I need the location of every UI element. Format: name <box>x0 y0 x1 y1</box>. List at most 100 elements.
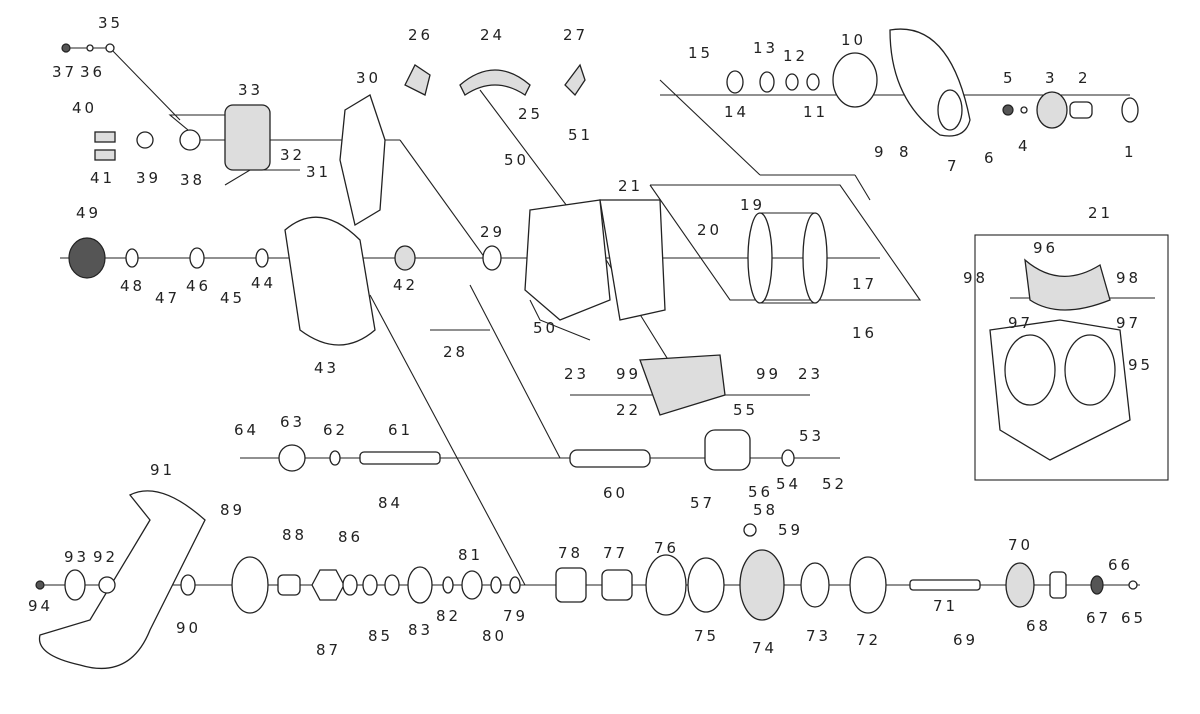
part-number-label: 56 <box>748 483 773 501</box>
part-number-label: 80 <box>482 627 507 645</box>
part-number-label: 33 <box>238 81 263 99</box>
part-number-label: 54 <box>776 475 801 493</box>
part-number-label: 86 <box>338 528 363 546</box>
part-number-label: 90 <box>176 619 201 637</box>
part-number-label: 69 <box>953 631 978 649</box>
part-number-label: 98 <box>963 269 988 287</box>
part-number-label: 10 <box>841 31 866 49</box>
part-number-label: 76 <box>654 539 679 557</box>
part-number-label: 92 <box>93 548 118 566</box>
part-number-label: 45 <box>220 289 245 307</box>
part-number-label: 83 <box>408 621 433 639</box>
part-number-label: 46 <box>186 277 211 295</box>
part-number-label: 30 <box>356 69 381 87</box>
part-number-label: 31 <box>306 163 331 181</box>
part-number-label: 42 <box>393 276 418 294</box>
part-number-label: 28 <box>443 343 468 361</box>
part-number-label: 74 <box>752 639 777 657</box>
part-number-label: 23 <box>798 365 823 383</box>
part-number-label: 52 <box>822 475 847 493</box>
part-number-label: 81 <box>458 546 483 564</box>
part-number-label: 57 <box>690 494 715 512</box>
part-number-label: 2 <box>1078 69 1091 87</box>
part-number-label: 19 <box>740 196 765 214</box>
part-number-label: 99 <box>756 365 781 383</box>
part-number-label: 98 <box>1116 269 1141 287</box>
part-number-label: 67 <box>1086 609 1111 627</box>
part-number-label: 61 <box>388 421 413 439</box>
part-number-label: 75 <box>694 627 719 645</box>
part-shapes <box>35 28 1139 670</box>
part-number-label: 8 <box>899 143 912 161</box>
part-number-label: 93 <box>64 548 89 566</box>
part-number-label: 12 <box>783 47 808 65</box>
part-number-label: 26 <box>408 26 433 44</box>
inset-assembly-label: 21 <box>1088 204 1113 222</box>
part-number-label: 5 <box>1003 69 1016 87</box>
part-number-label: 55 <box>733 401 758 419</box>
part-number-label: 16 <box>852 324 877 342</box>
part-number-label: 20 <box>697 221 722 239</box>
part-number-label: 71 <box>933 597 958 615</box>
part-number-label: 85 <box>368 627 393 645</box>
part-number-label: 37 <box>52 63 77 81</box>
part-number-label: 29 <box>480 223 505 241</box>
part-number-label: 15 <box>688 44 713 62</box>
part-number-label: 87 <box>316 641 341 659</box>
part-number-label: 40 <box>72 99 97 117</box>
part-number-label: 59 <box>778 521 803 539</box>
part-number-label: 39 <box>136 169 161 187</box>
part-number-label: 53 <box>799 427 824 445</box>
part-number-label: 25 <box>518 105 543 123</box>
part-number-label: 27 <box>563 26 588 44</box>
part-number-label: 78 <box>558 544 583 562</box>
part-number-label: 38 <box>180 171 205 189</box>
part-number-label: 47 <box>155 289 180 307</box>
part-number-label: 99 <box>616 365 641 383</box>
part-number-label: 41 <box>90 169 115 187</box>
part-number-label: 97 <box>1008 314 1033 332</box>
part-number-label: 72 <box>856 631 881 649</box>
part-number-label: 6 <box>984 149 997 167</box>
part-number-label: 66 <box>1108 556 1133 574</box>
part-number-label: 91 <box>150 461 175 479</box>
part-number-label: 89 <box>220 501 245 519</box>
part-number-label: 94 <box>28 597 53 615</box>
part-number-label: 64 <box>234 421 259 439</box>
part-number-label: 32 <box>280 146 305 164</box>
part-number-label: 63 <box>280 413 305 431</box>
part-number-label: 82 <box>436 607 461 625</box>
part-number-label: 68 <box>1026 617 1051 635</box>
part-number-label: 50 <box>504 151 529 169</box>
part-number-label: 17 <box>852 275 877 293</box>
part-number-label: 77 <box>603 544 628 562</box>
part-number-label: 60 <box>603 484 628 502</box>
part-number-label: 23 <box>564 365 589 383</box>
part-number-label: 70 <box>1008 536 1033 554</box>
part-number-label: 48 <box>120 277 145 295</box>
part-number-label: 58 <box>753 501 778 519</box>
part-number-label: 43 <box>314 359 339 377</box>
leader-lines <box>40 47 1169 586</box>
part-number-label: 44 <box>251 274 276 292</box>
part-number-label: 65 <box>1121 609 1146 627</box>
part-number-label: 24 <box>480 26 505 44</box>
part-number-label: 7 <box>947 157 960 175</box>
part-number-label: 36 <box>80 63 105 81</box>
part-number-label: 35 <box>98 14 123 32</box>
part-number-label: 11 <box>803 103 828 121</box>
part-number-label: 13 <box>753 39 778 57</box>
part-number-label: 95 <box>1128 356 1153 374</box>
part-number-label: 96 <box>1033 239 1058 257</box>
part-number-label: 97 <box>1116 314 1141 332</box>
part-number-label: 4 <box>1018 137 1031 155</box>
part-number-label: 9 <box>874 143 887 161</box>
part-number-label: 14 <box>724 103 749 121</box>
part-number-label: 88 <box>282 526 307 544</box>
part-number-label: 1 <box>1124 143 1137 161</box>
part-number-label: 22 <box>616 401 641 419</box>
part-number-label: 73 <box>806 627 831 645</box>
part-number-label: 79 <box>503 607 528 625</box>
